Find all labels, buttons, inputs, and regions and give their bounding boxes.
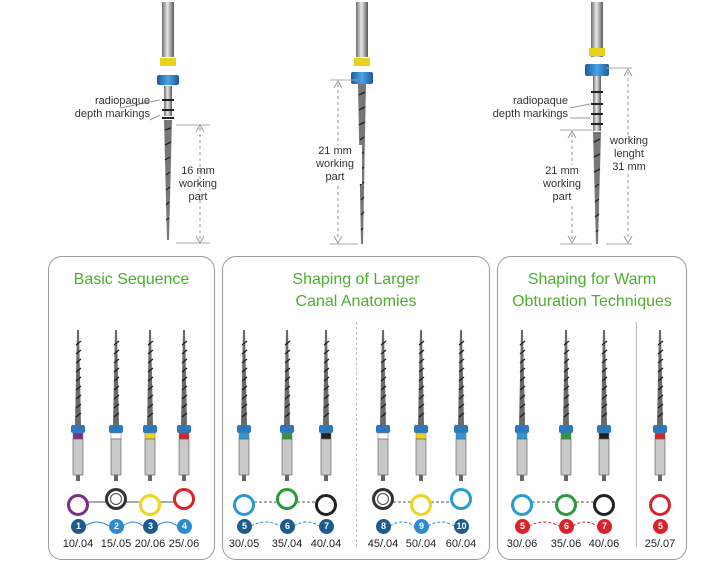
instrument-left: [119, 2, 210, 245]
color-code-ring: [67, 494, 89, 516]
stop-ring-middle: [351, 72, 373, 84]
sequence-number-badge: 4: [177, 519, 192, 534]
instrument-right: [560, 2, 633, 245]
color-code-ring: [593, 494, 615, 516]
callout-right-depth-markings: radiopaque depth markings: [492, 95, 568, 120]
sequence-number-badge: 1: [71, 519, 86, 534]
file-size-label: 15/.05: [100, 538, 132, 550]
working-part-left: [164, 120, 172, 240]
color-code-ring: [372, 488, 394, 510]
stop-ring-left: [157, 75, 179, 85]
sequence-number-badge: 10: [454, 519, 469, 534]
sequence-number-badge: 6: [559, 519, 574, 534]
stop-ring-right: [585, 64, 609, 76]
callout-right-working-length: working lenght 31 mm: [604, 135, 654, 174]
panel-title-basic-sequence: Basic Sequence: [73, 271, 190, 288]
file-size-label: 20/.06: [134, 538, 166, 550]
sequence-number-badge: 7: [597, 519, 612, 534]
shank-right: [591, 2, 603, 57]
working-part-right: [593, 132, 601, 244]
file-size-label: 40/.04: [310, 538, 342, 550]
sequence-number-badge: 6: [280, 519, 295, 534]
file-size-label: 30/.06: [506, 538, 538, 550]
panel-divider: [636, 322, 637, 547]
color-code-ring: [233, 494, 255, 516]
file-size-label: 35/.06: [550, 538, 582, 550]
sequence-number-badge: 5: [653, 519, 668, 534]
file-size-label: 60/.04: [445, 538, 477, 550]
shank-left: [162, 2, 174, 57]
sequence-number-badge: 8: [376, 519, 391, 534]
color-code-ring: [105, 488, 127, 510]
file-size-label: 40/.06: [588, 538, 620, 550]
panel-title-larger-canal: Shaping of Larger Canal Anatomies: [292, 271, 420, 310]
color-code-ring: [450, 488, 472, 510]
color-code-ring: [649, 494, 671, 516]
panel-larger-canal: Shaping of Larger Canal Anatomies: [222, 256, 490, 560]
sequence-number-badge: 3: [143, 519, 158, 534]
color-code-ring: [410, 494, 432, 516]
sequence-number-badge: 2: [109, 519, 124, 534]
callout-left-depth-markings: radiopaque depth markings: [74, 95, 150, 120]
shank-middle: [356, 2, 368, 57]
panel-title-warm-obturation: Shaping for Warm Obturation Techniques: [512, 271, 672, 310]
file-size-label: 45/.04: [367, 538, 399, 550]
color-code-ring: [173, 488, 195, 510]
panel-divider: [356, 322, 357, 547]
file-size-label: 25/.06: [168, 538, 200, 550]
file-size-label: 35/.04: [271, 538, 303, 550]
sequence-number-badge: 9: [414, 519, 429, 534]
collar-yellow-left: [160, 58, 176, 66]
color-code-ring: [511, 494, 533, 516]
file-size-label: 25/.07: [644, 538, 676, 550]
color-code-ring: [139, 494, 161, 516]
sequence-number-badge: 7: [319, 519, 334, 534]
collar-yellow-middle: [354, 58, 370, 66]
file-size-label: 30/.05: [228, 538, 260, 550]
callout-left-working-part: 16 mm working part: [179, 165, 217, 203]
file-size-label: 10/.04: [62, 538, 94, 550]
sequence-number-badge: 5: [515, 519, 530, 534]
color-code-ring: [276, 488, 298, 510]
color-code-ring: [555, 494, 577, 516]
callout-middle-working-part: 21 mm working part: [308, 145, 362, 184]
color-code-ring: [315, 494, 337, 516]
callout-right-working-part: 21 mm working part: [535, 165, 589, 204]
file-size-label: 50/.04: [405, 538, 437, 550]
collar-yellow-right: [589, 48, 605, 56]
instrument-middle: [330, 2, 373, 245]
sequence-number-badge: 5: [237, 519, 252, 534]
top-instrument-illustrations: [119, 2, 633, 245]
